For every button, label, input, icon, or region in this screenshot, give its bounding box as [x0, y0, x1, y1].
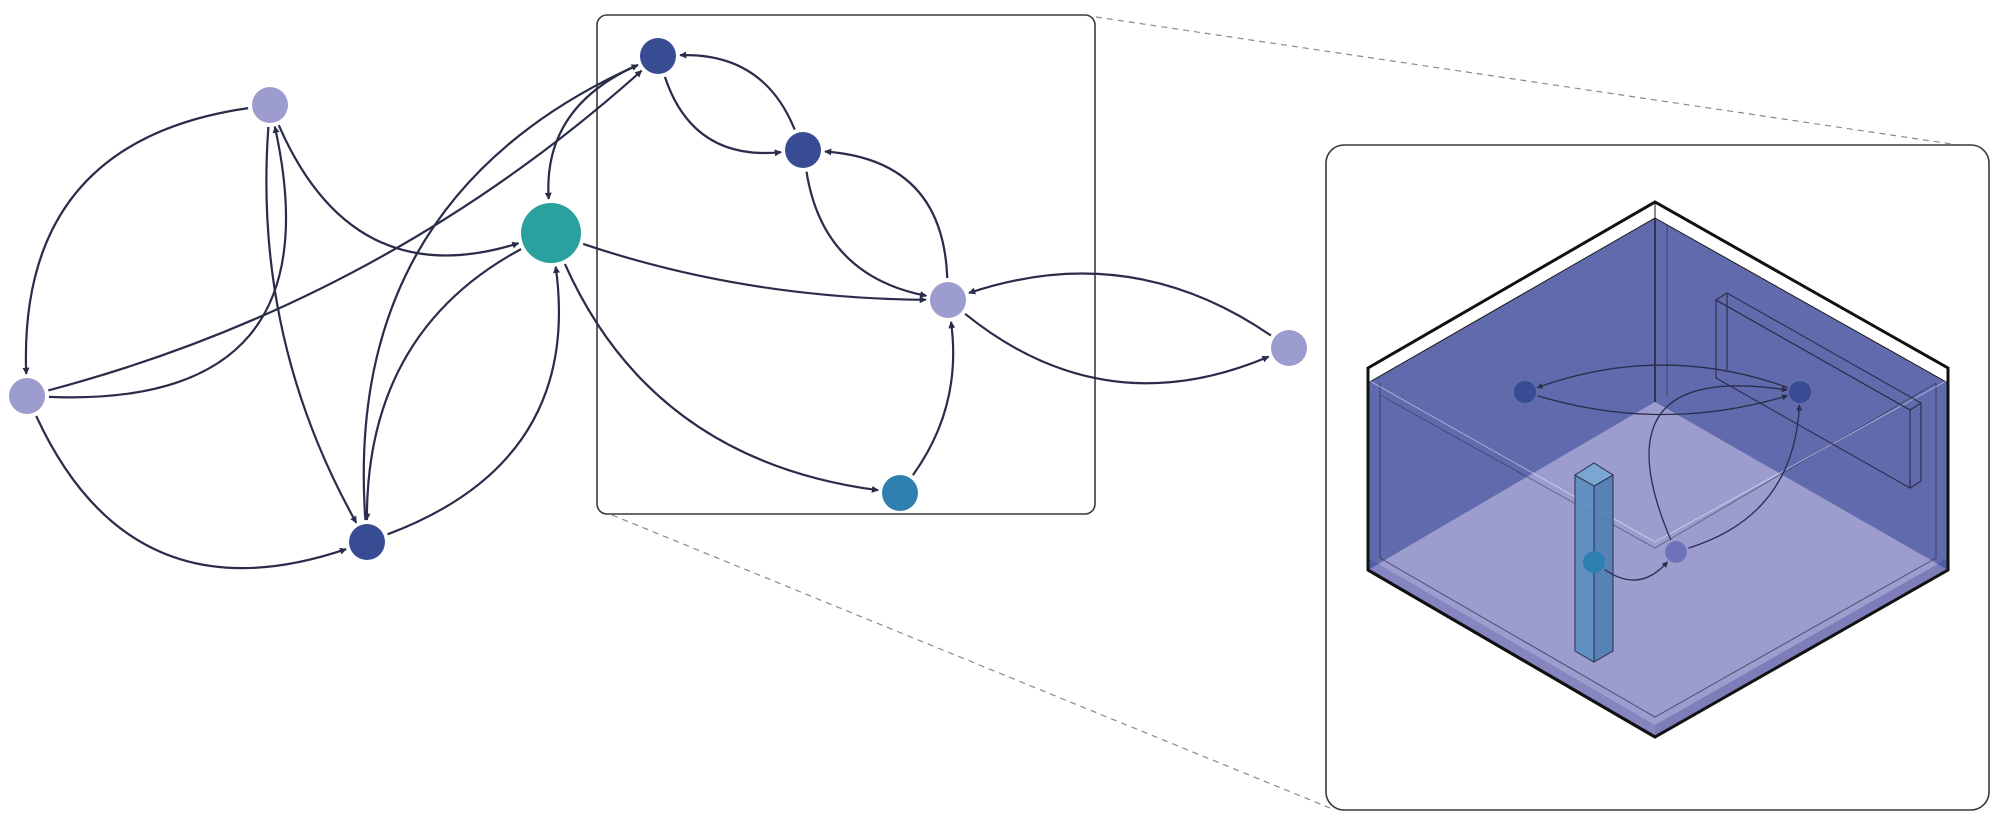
graph-edge-n-bottom-dark-to-n-top-dark	[362, 63, 639, 521]
inset-edge-r-floor-node-to-r-right-wall-node	[1648, 385, 1788, 541]
graph-edge-n-center-teal-to-n-right-light	[582, 242, 927, 304]
room-inner-outline	[1379, 383, 1937, 718]
graph-edge-n-top-left-light-to-n-bottom-dark	[265, 126, 358, 524]
room-base-right-face	[1655, 558, 1948, 737]
zoom-region-box	[596, 14, 1096, 515]
graph-edge-n-center-teal-to-n-bottom-steel	[563, 263, 879, 493]
graph-node-n-top-dark	[640, 38, 676, 74]
graph-node-n-bottom-steel	[882, 475, 918, 511]
graph-edge-n-bottom-dark-to-n-center-teal	[387, 266, 561, 536]
graph-edge-n-upper-right-dark-to-n-top-dark	[679, 51, 796, 131]
graph-edge-n-upper-right-dark-to-n-right-light	[805, 171, 928, 299]
graph-nodes	[9, 38, 1307, 560]
graph-edge-n-far-right-light-to-n-right-light	[968, 272, 1272, 337]
graph-node-n-bottom-dark	[349, 524, 385, 560]
graph-edge-n-left-light-to-n-top-dark	[48, 69, 643, 392]
room-floor-seam-right	[1367, 379, 1949, 543]
graph-edge-n-top-left-light-to-n-center-teal	[277, 124, 520, 257]
graph-edge-n-center-teal-to-n-bottom-dark	[363, 248, 522, 521]
inset-edge-r-pillar-node-to-r-floor-node	[1604, 561, 1668, 581]
graph-node-n-center-teal	[521, 203, 581, 263]
graph-node-n-upper-right-dark	[785, 132, 821, 168]
graph-edges	[22, 51, 1272, 570]
graph-edge-n-bottom-steel-to-n-right-light	[912, 321, 956, 476]
inset-edges	[1536, 364, 1803, 581]
room-base-left-face	[1368, 558, 1655, 737]
graph-node-n-top-left-light	[252, 87, 288, 123]
inset-node-r-left-wall-node	[1514, 381, 1536, 403]
graph-node-n-right-light	[930, 282, 966, 318]
inset-node-r-pillar-node	[1583, 551, 1605, 573]
graph-node-n-far-right-light	[1271, 330, 1307, 366]
wall-panel-side	[1909, 403, 1922, 489]
inset-node-r-floor-node	[1665, 541, 1687, 563]
inset-nodes	[1514, 381, 1811, 573]
inset-edge-r-left-wall-node-to-r-right-wall-node	[1537, 394, 1789, 416]
zoom-leader-lines	[611, 16, 1973, 809]
inset-node-r-right-wall-node	[1789, 381, 1811, 403]
graph-node-n-left-light	[9, 378, 45, 414]
graph-edge-n-left-light-to-n-top-left-light	[48, 125, 288, 399]
leader-line-bottom	[611, 514, 1331, 809]
graph-edge-n-right-light-to-n-far-right-light	[964, 312, 1270, 385]
inset-edge-r-floor-node-to-r-right-wall-node	[1688, 404, 1803, 549]
isometric-room	[1366, 200, 1950, 739]
room-front-left-edge	[1367, 568, 1656, 739]
graph-edge-n-top-dark-to-n-center-teal	[544, 63, 639, 200]
graph-edge-n-top-left-light-to-n-left-light	[22, 107, 249, 375]
graph-edge-n-top-dark-to-n-upper-right-dark	[663, 76, 782, 157]
graph-edge-n-left-light-to-n-bottom-dark	[35, 415, 347, 570]
graph-edge-n-right-light-to-n-upper-right-dark	[824, 148, 949, 279]
room-left-wall	[1368, 212, 1655, 570]
pillar-top-face	[1574, 462, 1614, 487]
leader-line-top	[1095, 16, 1973, 148]
inset-edge-r-right-wall-node-to-r-left-wall-node	[1536, 364, 1789, 389]
